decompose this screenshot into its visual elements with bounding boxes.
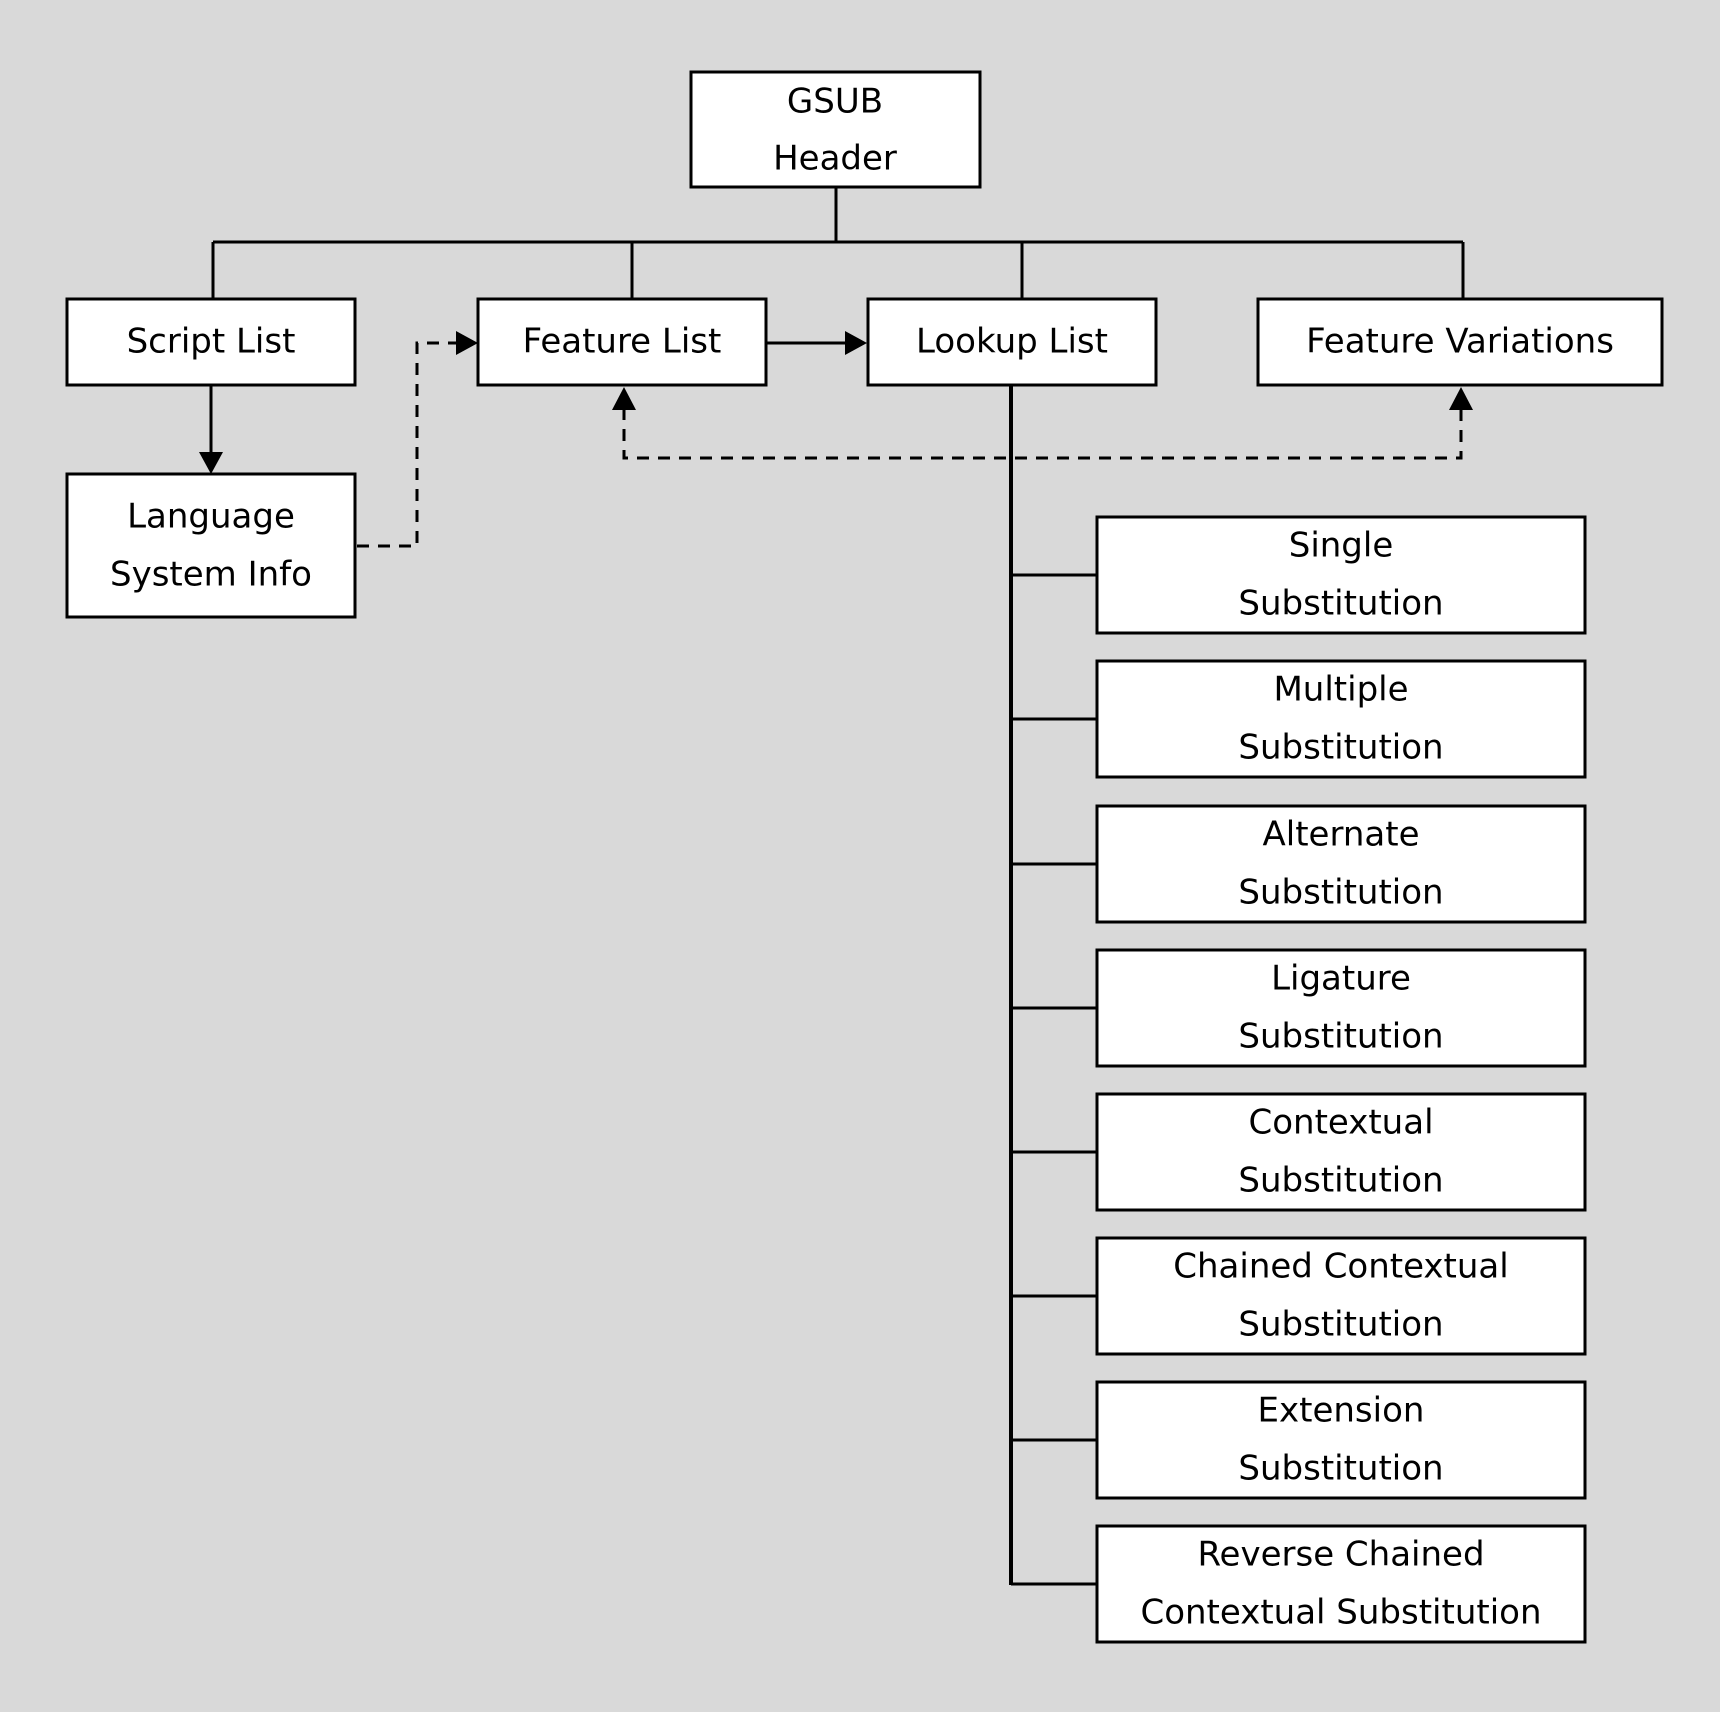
lookup-type-label-line2: Substitution xyxy=(1238,1449,1443,1489)
lookup-type-label-line2: Substitution xyxy=(1238,728,1443,768)
lookup-type-ligature-substitution: Ligature Substitution xyxy=(1095,948,1587,1068)
lookup-type-label-line1: Chained Contextual xyxy=(1173,1247,1508,1287)
feature-to-lookup-arrow xyxy=(767,331,867,355)
lookup-type-alternate-substitution: Alternate Substitution xyxy=(1095,804,1587,924)
language-system-info-box: Language System Info xyxy=(65,472,357,619)
feature-list-box: Feature List xyxy=(476,297,768,387)
gsub-header-box: GSUB Header xyxy=(689,70,982,189)
feature-variations-label: Feature Variations xyxy=(1306,322,1614,362)
language-to-feature-arrowhead xyxy=(456,331,478,355)
lookup-type-chained-contextual-substitution: Chained Contextual Substitution xyxy=(1095,1236,1587,1356)
lookup-type-label-line1: Alternate xyxy=(1263,815,1420,855)
language-to-feature-arrow xyxy=(357,331,478,548)
header-connectors xyxy=(211,188,1465,300)
feature-list-up-arrowhead xyxy=(612,387,636,410)
lookup-type-contextual-substitution: Contextual Substitution xyxy=(1095,1092,1587,1212)
gsub-header-line1: GSUB xyxy=(787,82,883,122)
lookup-type-reverse-chained-substitution: Reverse Chained Contextual Substitution xyxy=(1095,1524,1587,1644)
lookup-list-label: Lookup List xyxy=(916,322,1108,362)
script-list-label: Script List xyxy=(127,322,296,362)
lookup-type-single-substitution: Single Substitution xyxy=(1095,515,1587,635)
lookup-type-label-line2: Substitution xyxy=(1238,873,1443,913)
lookup-type-extension-substitution: Extension Substitution xyxy=(1095,1380,1587,1500)
language-system-line2: System Info xyxy=(110,555,312,595)
lookup-type-label-line1: Multiple xyxy=(1273,670,1408,710)
lookup-type-label-line2: Substitution xyxy=(1238,1305,1443,1345)
lookup-type-label-line1: Reverse Chained xyxy=(1197,1535,1484,1575)
lookup-type-label-line2: Substitution xyxy=(1238,1161,1443,1201)
lookup-type-label-line2: Substitution xyxy=(1238,1017,1443,1057)
lookup-type-label-line2: Substitution xyxy=(1238,584,1443,624)
feature-variations-link xyxy=(612,387,1473,460)
lookup-type-label-line1: Single xyxy=(1289,526,1394,566)
script-to-language-arrowhead xyxy=(199,452,223,474)
feature-list-label: Feature List xyxy=(523,322,722,362)
lookup-subtable-connectors xyxy=(1009,386,1097,1586)
lookup-type-multiple-substitution: Multiple Substitution xyxy=(1095,659,1587,779)
lookup-type-label-line1: Extension xyxy=(1258,1391,1425,1431)
script-list-box: Script List xyxy=(65,297,357,387)
language-system-line1: Language xyxy=(127,497,295,537)
feature-variations-link-line xyxy=(622,408,1463,460)
script-to-language-arrow xyxy=(199,386,223,474)
lookup-type-label-line2: Contextual Substitution xyxy=(1140,1593,1541,1633)
feature-to-lookup-arrowhead xyxy=(845,331,867,355)
lookup-type-label-line1: Ligature xyxy=(1271,959,1411,999)
feature-variations-up-arrowhead xyxy=(1449,387,1473,410)
feature-variations-box: Feature Variations xyxy=(1256,297,1664,387)
language-to-feature-line xyxy=(357,341,462,548)
lookup-list-box: Lookup List xyxy=(866,297,1158,387)
lookup-type-label-line1: Contextual xyxy=(1248,1103,1433,1143)
gsub-header-line2: Header xyxy=(773,139,897,179)
